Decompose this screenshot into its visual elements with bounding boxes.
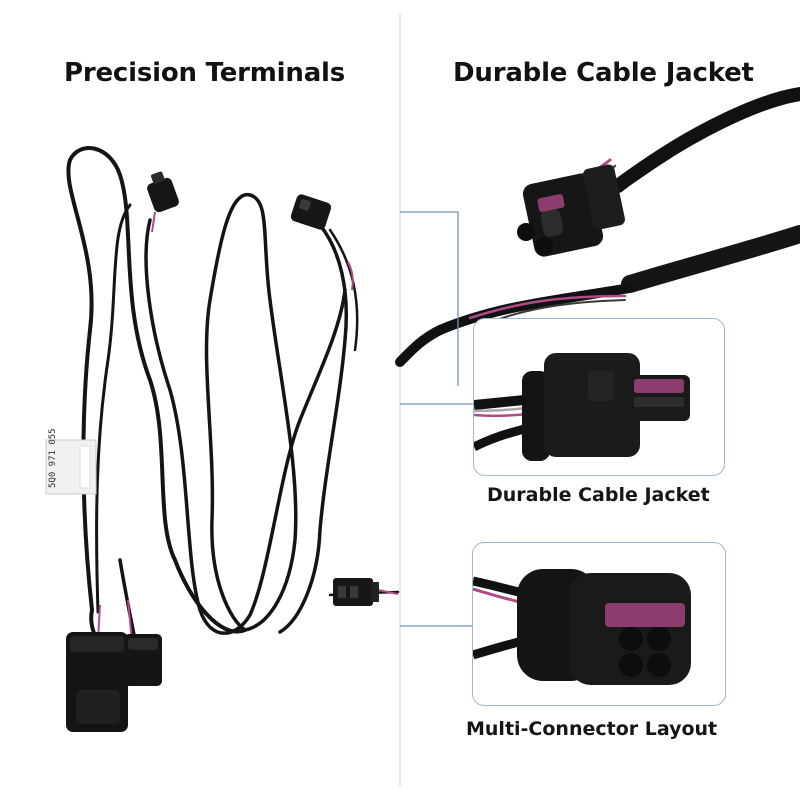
callout-lines (400, 211, 473, 627)
harness-cables (66, 146, 400, 642)
caption-multi-connector: Multi-Connector Layout (466, 718, 718, 740)
center-divider (399, 14, 401, 786)
right-heading: Durable Cable Jacket (453, 58, 754, 88)
caption-durable-cable: Durable Cable Jacket (487, 484, 710, 506)
left-heading: Precision Terminals (64, 58, 346, 88)
cable-icon (395, 87, 800, 367)
harness-pink-wires (97, 211, 399, 643)
harness-label-text: 5Q0 971 055 (48, 428, 58, 488)
harness-label-stripe (79, 445, 91, 489)
inset-durable-cable (473, 318, 725, 476)
connector-closeup-one (474, 353, 690, 461)
inset-multi-connector (472, 542, 726, 706)
connector-closeup-two (473, 569, 691, 685)
connector-icon (522, 371, 550, 461)
connector-icon (66, 171, 379, 732)
connector-icon (517, 164, 625, 257)
